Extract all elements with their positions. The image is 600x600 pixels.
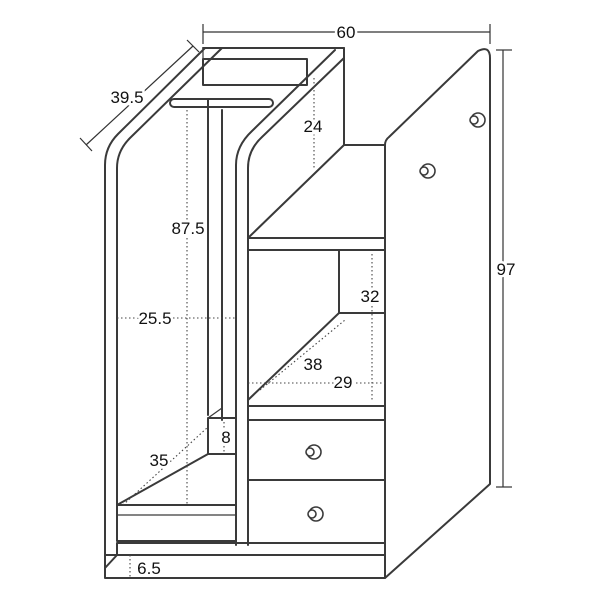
- side-hook-lower: [419, 163, 436, 179]
- center-divider: [235, 49, 336, 546]
- drawer-upper-knob[interactable]: [305, 444, 322, 460]
- step-height-label: 8: [221, 428, 230, 447]
- hanging-height-label: 87.5: [171, 219, 204, 238]
- niche-depth-label: 38: [304, 355, 323, 374]
- right-side-panel: [384, 48, 491, 579]
- width-label: 60: [337, 23, 356, 42]
- base-plinth: [104, 542, 386, 579]
- bottom-depth-label: 35: [150, 451, 169, 470]
- depth-label: 39.5: [110, 88, 143, 107]
- height-dimension-line: [496, 49, 512, 488]
- side-hook-upper: [469, 112, 486, 128]
- left-side-panel: [104, 47, 223, 569]
- hanging-rod: [169, 98, 274, 108]
- hanging-width-label: 25.5: [138, 309, 171, 328]
- top-header-box: [202, 58, 308, 86]
- niche-width-label: 29: [334, 373, 353, 392]
- back-post: [207, 99, 223, 421]
- bottom-tray: [116, 453, 237, 542]
- height-label: 97: [497, 260, 516, 279]
- niche-box: [247, 249, 386, 400]
- niche-height-label: 32: [361, 287, 380, 306]
- center-divider-inner: [247, 57, 345, 546]
- top-frame: [202, 47, 345, 146]
- depth-dimension-line: [79, 39, 200, 152]
- dotted-guides: [117, 78, 385, 578]
- drawer-lower-knob[interactable]: [307, 506, 324, 522]
- width-dimension-line: [202, 24, 491, 44]
- base-height-label: 6.5: [137, 559, 161, 578]
- upper-shelf: [247, 144, 386, 251]
- upper-shelf-depth-label: 24: [304, 117, 323, 136]
